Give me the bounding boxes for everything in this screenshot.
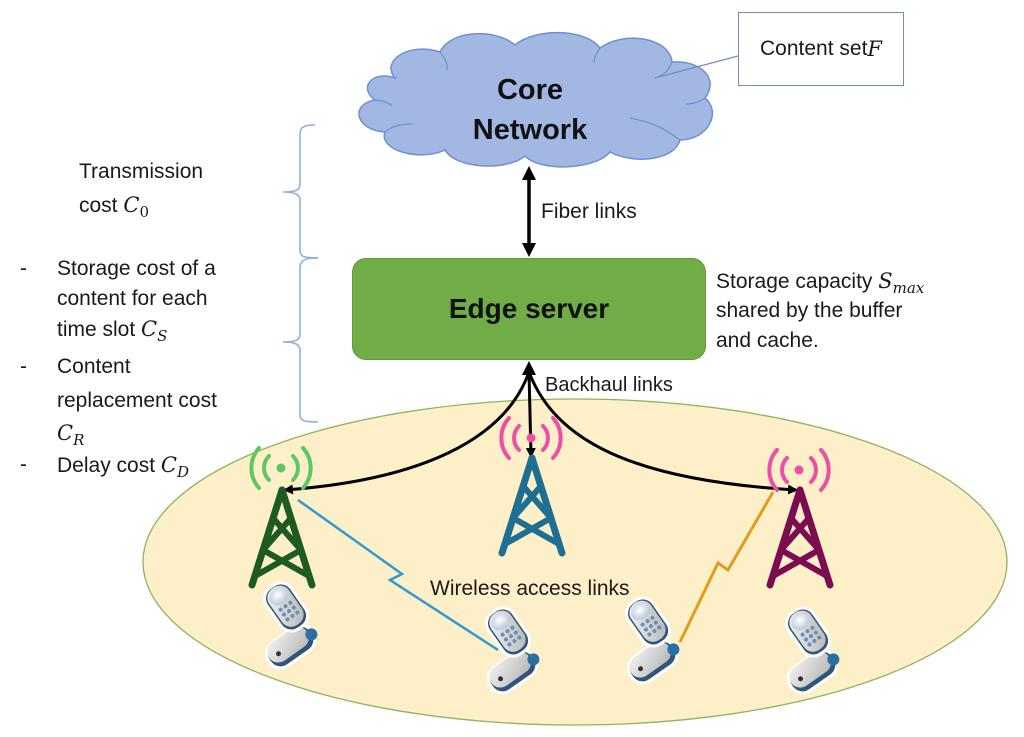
content-set-symbol: F — [867, 37, 882, 61]
transmission-cost-symbol: C0 — [123, 193, 149, 221]
replacement-cost-line1: Content — [57, 355, 131, 378]
storage-cost-line1: Storage cost of a — [57, 257, 216, 280]
storage-capacity-line3: and cache. — [716, 329, 819, 352]
delay-cost-line: Delay cost CD — [57, 450, 189, 487]
storage-symbol-sub: max — [892, 279, 925, 297]
wireless-access-links-label: Wireless access links — [430, 577, 630, 600]
storage-symbol: Smax — [878, 269, 924, 297]
storage-cost-line3-text: time slot — [57, 318, 142, 341]
backhaul-to-left-tower — [283, 371, 531, 495]
content-set-text: Content set — [760, 37, 868, 60]
core-network-label: Core Network — [430, 70, 630, 150]
wireless-link-orange — [678, 491, 775, 643]
delay-cost-symbol: CD — [160, 453, 189, 481]
delay-cost-text: Delay cost — [57, 454, 161, 477]
bullet-dash: - — [20, 355, 27, 378]
transmission-cost-line2: cost C0 — [79, 190, 149, 227]
storage-cost-letter: C — [141, 317, 158, 341]
transmission-cost-letter: C — [123, 193, 140, 217]
backhaul-to-center-tower — [525, 371, 536, 458]
fiber-link-arrow — [522, 166, 536, 257]
storage-cost-sub: S — [157, 327, 168, 345]
storage-cost-symbol: CS — [141, 317, 167, 345]
content-set-box: Content set F — [738, 12, 904, 86]
core-network-cloud — [358, 31, 714, 168]
replacement-cost-letter: C — [57, 421, 74, 445]
backhaul-to-right-tower — [527, 371, 798, 495]
edge-cost-storage: - Storage cost of a content for each tim… — [0, 254, 300, 345]
replacement-cost-line2: replacement cost — [57, 389, 217, 412]
bracket-edge-to-bs — [282, 257, 319, 423]
coverage-area — [142, 398, 1008, 726]
core-network-line2: Network — [472, 114, 588, 146]
wireless-link-blue — [297, 498, 499, 652]
storage-cost-line2: content for each — [57, 287, 208, 310]
storage-cost-line3: time slot CS — [57, 314, 167, 351]
storage-capacity-line1: Storage capacity Smax — [716, 266, 924, 303]
cost-brackets — [282, 124, 319, 423]
bullet-dash: - — [20, 453, 27, 476]
bullet-dash: - — [20, 257, 27, 280]
backhaul-links-label: Backhaul links — [545, 374, 673, 396]
fiber-links-label: Fiber links — [541, 200, 637, 223]
edge-server-label: Edge server — [448, 293, 610, 324]
core-network-line1: Core — [496, 74, 564, 106]
edge-cost-delay: - Delay cost CD — [0, 450, 300, 484]
delay-cost-sub: D — [176, 463, 189, 481]
storage-symbol-letter: S — [878, 269, 893, 293]
delay-cost-letter: C — [160, 453, 177, 477]
transmission-cost-sub: 0 — [139, 203, 149, 221]
transmission-cost-text: cost — [79, 194, 124, 217]
storage-capacity-line2: shared by the buffer — [716, 299, 903, 322]
content-set-callout-line — [654, 55, 739, 79]
edge-server-box: Edge server — [352, 258, 706, 360]
bracket-core-to-edge — [282, 124, 319, 259]
replacement-cost-symbol: CR — [57, 418, 84, 455]
replacement-cost-sub: R — [73, 431, 85, 449]
storage-text: Storage capacity — [716, 270, 879, 293]
edge-cost-replacement: - Content replacement cost CR — [0, 352, 300, 449]
transmission-cost-line1: Transmission — [79, 160, 204, 183]
